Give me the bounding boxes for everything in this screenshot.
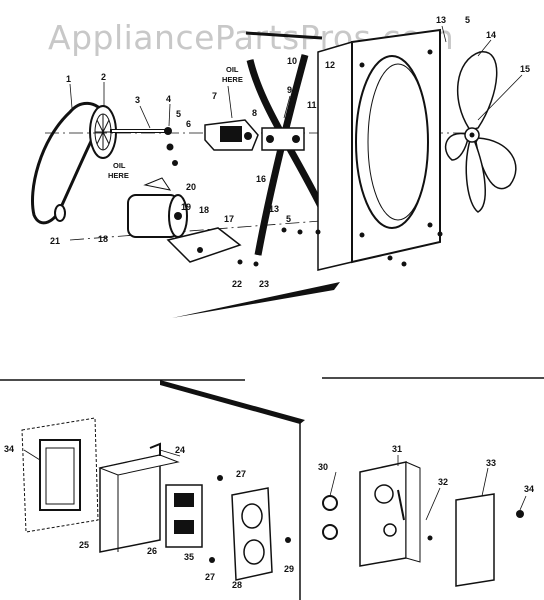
callout-3: 3 bbox=[135, 95, 140, 105]
callout-4: 4 bbox=[166, 94, 171, 104]
bolts-lower bbox=[237, 227, 443, 267]
fan-housing bbox=[317, 28, 441, 271]
callout-12: 12 bbox=[325, 60, 335, 70]
callout-13a: 13 bbox=[436, 15, 446, 25]
callout-19: 19 bbox=[181, 202, 191, 212]
callout-5a: 5 bbox=[176, 109, 181, 119]
small-hardware-4-5-6 bbox=[164, 127, 178, 166]
callout-25: 25 bbox=[79, 540, 89, 550]
lower-wedge bbox=[160, 380, 305, 424]
callout-16: 16 bbox=[256, 174, 266, 184]
callout-8: 8 bbox=[252, 108, 257, 118]
callout-11: 11 bbox=[307, 100, 317, 110]
switch-box bbox=[98, 442, 180, 553]
callout-21: 21 bbox=[50, 236, 60, 246]
callout-17: 17 bbox=[224, 214, 234, 224]
callout-33: 33 bbox=[486, 458, 496, 468]
callout-28: 28 bbox=[232, 580, 242, 590]
motor bbox=[127, 177, 188, 238]
wall-panel bbox=[21, 417, 99, 533]
callout-14: 14 bbox=[486, 30, 496, 40]
callout-10: 10 bbox=[287, 56, 297, 66]
control-box bbox=[359, 461, 421, 567]
callout-29: 29 bbox=[284, 564, 294, 574]
oil-note-2-line2: HERE bbox=[108, 171, 129, 180]
callout-15: 15 bbox=[520, 64, 530, 74]
motor-mount-plate bbox=[166, 227, 242, 263]
callout-34b: 34 bbox=[524, 484, 534, 494]
oil-note-1-line1: OIL bbox=[226, 65, 239, 74]
oil-note-2-line1: OIL bbox=[113, 161, 126, 170]
control-knob bbox=[322, 495, 338, 540]
callout-18b: 18 bbox=[98, 234, 108, 244]
callout-35: 35 bbox=[184, 552, 194, 562]
callout-18a: 18 bbox=[199, 205, 209, 215]
callout-7: 7 bbox=[212, 91, 217, 101]
bearing-bracket bbox=[204, 119, 259, 151]
motor-pulley bbox=[54, 204, 66, 222]
callout-22: 22 bbox=[232, 279, 242, 289]
screws-left-panel bbox=[209, 475, 291, 563]
callout-2: 2 bbox=[101, 72, 106, 82]
leader-lines bbox=[23, 25, 527, 521]
callout-9: 9 bbox=[287, 85, 292, 95]
callout-1: 1 bbox=[66, 74, 71, 84]
callout-20: 20 bbox=[186, 182, 196, 192]
callout-31: 31 bbox=[392, 444, 402, 454]
cover-plate bbox=[455, 493, 495, 587]
callout-27a: 27 bbox=[236, 469, 246, 479]
fan-blade bbox=[444, 51, 517, 213]
separator-wedge bbox=[172, 282, 340, 318]
callout-6: 6 bbox=[186, 119, 191, 129]
callout-34a: 34 bbox=[4, 444, 14, 454]
callout-13b: 13 bbox=[269, 204, 279, 214]
callout-27b: 27 bbox=[205, 572, 215, 582]
oil-note-1-line2: HERE bbox=[222, 75, 243, 84]
callout-26: 26 bbox=[147, 546, 157, 556]
callout-23: 23 bbox=[259, 279, 269, 289]
callout-5c: 5 bbox=[286, 214, 291, 224]
callout-30: 30 bbox=[318, 462, 328, 472]
callout-32: 32 bbox=[438, 477, 448, 487]
wall-plate bbox=[231, 487, 273, 581]
duplex-receptacle bbox=[165, 484, 203, 548]
callout-5b: 5 bbox=[465, 15, 470, 25]
screws-right-panel bbox=[427, 510, 524, 541]
callout-24: 24 bbox=[175, 445, 185, 455]
